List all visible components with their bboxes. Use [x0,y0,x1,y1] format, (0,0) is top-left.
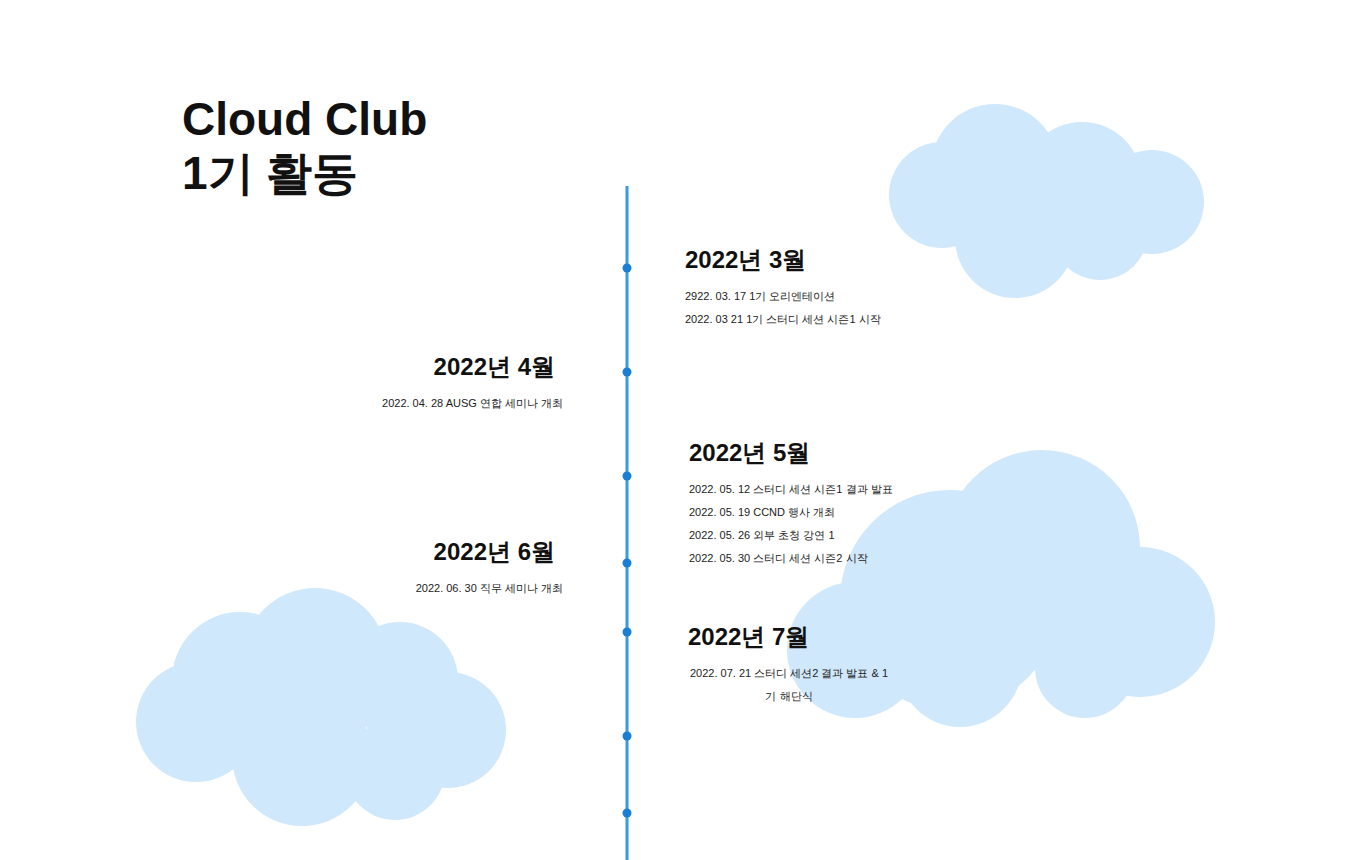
timeline-entry: 2022년 6월 2022. 06. 30 직무 세미나 개최 [416,537,563,600]
month-heading: 2022년 3월 [685,245,881,275]
event-line: 2022. 03 21 1기 스터디 세션 시즌1 시작 [685,308,881,331]
event-line: 2022. 06. 30 직무 세미나 개최 [416,577,563,600]
timeline-dots [623,264,632,818]
cloud [136,588,506,826]
event-line: 2022. 07. 21 스터디 세션2 결과 발표 & 1기 해단식 [688,662,890,708]
month-heading: 2022년 4월 [382,352,555,382]
event-line: 2022. 04. 28 AUSG 연합 세미나 개최 [382,392,563,415]
event-line: 2022. 05. 30 스터디 세션 시즌2 시작 [689,547,893,570]
cloud [889,104,1204,298]
timeline-entry: 2022년 3월 2922. 03. 17 1기 오리엔테이션2022. 03 2… [685,245,881,331]
timeline-entry: 2022년 4월 2022. 04. 28 AUSG 연합 세미나 개최 [382,352,563,415]
event-line: 2922. 03. 17 1기 오리엔테이션 [685,285,881,308]
timeline-entry: 2022년 7월 2022. 07. 21 스터디 세션2 결과 발표 & 1기 … [688,622,890,708]
month-heading: 2022년 7월 [688,622,890,652]
event-line: 2022. 05. 12 스터디 세션 시즌1 결과 발표 [689,478,893,501]
month-heading: 2022년 6월 [416,537,555,567]
page-title: Cloud Club 1기 활동 [182,92,452,201]
timeline-entry: 2022년 5월2022. 05. 12 스터디 세션 시즌1 결과 발표202… [689,438,893,570]
timeline-axis [626,186,629,860]
event-line: 2022. 05. 19 CCND 행사 개최 [689,501,893,524]
month-heading: 2022년 5월 [689,438,893,468]
event-line: 2022. 05. 26 외부 초청 강연 1 [689,524,893,547]
